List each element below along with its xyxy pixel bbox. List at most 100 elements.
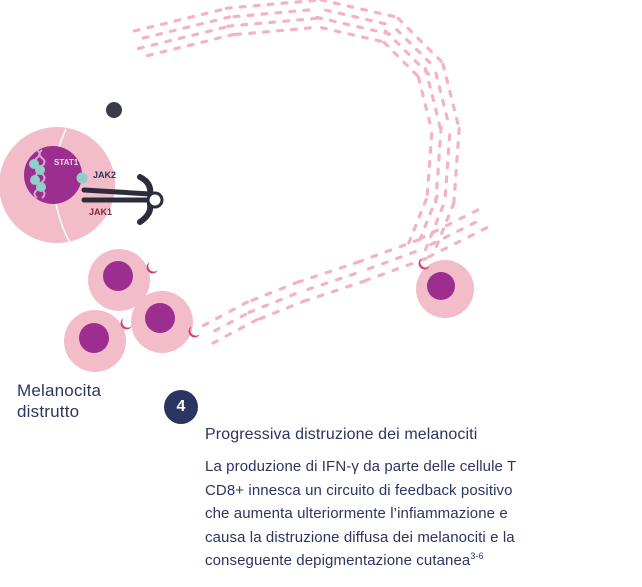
feedback-dash: [444, 76, 450, 85]
feedback-dash: [422, 197, 428, 206]
feedback-dash: [392, 50, 399, 58]
feedback-dash: [223, 15, 232, 20]
ifn-crescent: [120, 318, 132, 330]
destroyed-melanocyte-2: [131, 291, 193, 353]
step-description: La produzione di IFN-γ da parte delle ce…: [205, 455, 625, 573]
feedback-dash: [266, 2, 275, 7]
feedback-dash: [445, 214, 451, 223]
jak1-label: JAK1: [89, 207, 112, 217]
feedback-dash: [320, 281, 329, 287]
feedback-dash: [159, 21, 168, 26]
feedback-dash: [238, 4, 247, 9]
feedback-dash: [274, 10, 283, 15]
feedback-dash: [168, 28, 177, 33]
feedback-dash: [387, 13, 396, 19]
feedback-dash: [431, 228, 440, 234]
feedback-dash: [141, 35, 150, 40]
feedback-dash: [360, 7, 369, 12]
feedback-dash: [252, 3, 261, 8]
feedback-dash: [262, 30, 270, 34]
feedback-dash: [430, 94, 436, 103]
feedback-dash: [200, 11, 209, 16]
feedback-dash: [409, 250, 417, 256]
feedback-dash: [146, 24, 155, 30]
feedback-dash: [150, 42, 159, 47]
feedback-dash: [469, 220, 478, 227]
feedback-dash: [450, 201, 456, 210]
feedback-dash: [234, 32, 243, 37]
feedback-dash: [247, 309, 256, 314]
feedback-dash: [456, 227, 464, 233]
feedback-dash: [224, 6, 233, 10]
feedback-dash: [299, 298, 308, 304]
feedback-dash: [342, 21, 351, 27]
feedback-dash: [213, 326, 221, 333]
feedback-dash: [427, 80, 432, 89]
feedback-dash: [426, 173, 431, 182]
feedback-dash: [296, 17, 305, 22]
feedback-dash: [136, 45, 145, 51]
ifn-crescent: [188, 326, 200, 338]
feedback-dash: [443, 189, 448, 198]
feedback-dash: [337, 11, 346, 16]
feedback-dash: [438, 139, 442, 148]
feedback-dash: [412, 238, 421, 244]
feedback-dash: [395, 255, 403, 261]
feedback-dash: [239, 312, 248, 319]
feedback-dash: [360, 35, 369, 40]
feedback-dash: [424, 57, 432, 65]
feedback-dash: [272, 309, 280, 315]
feedback-dash: [434, 107, 439, 116]
feedback-dash: [250, 318, 259, 324]
feedback-dash: [226, 319, 234, 326]
feedback-dash: [200, 39, 209, 44]
feedback-dash: [434, 71, 439, 80]
feedback-dash: [373, 10, 382, 15]
reference-superscript: 3-6: [470, 551, 484, 561]
feedback-dash: [187, 14, 196, 20]
feedback-dash: [380, 260, 389, 266]
feedback-dash: [419, 256, 428, 262]
feedback-dash: [444, 221, 453, 228]
feedback-dash: [455, 116, 460, 125]
feedback-dash: [315, 15, 324, 21]
feedback-dash: [456, 141, 460, 149]
feedback-dash: [261, 303, 270, 309]
feedback-dash: [445, 161, 450, 170]
feedback-dash: [278, 285, 287, 291]
step-number-badge: 4: [164, 390, 198, 424]
feedback-dash: [186, 42, 195, 48]
ifn-crescent: [418, 258, 430, 270]
feedback-dash: [334, 276, 343, 282]
feedback-dash: [428, 207, 434, 216]
feedback-dash: [347, 32, 356, 37]
feedback-dash: [403, 49, 411, 56]
feedback-dash: [374, 38, 383, 43]
feedback-dash: [250, 296, 259, 302]
jak2-molecule: [76, 172, 88, 184]
feedback-dash: [406, 26, 414, 34]
feedback-dash: [303, 26, 312, 30]
feedback-dash: [405, 262, 414, 268]
feedback-dash: [228, 307, 236, 313]
stat1-dimer: [29, 159, 46, 192]
feedback-dash: [224, 332, 232, 338]
feedback-dash: [332, 1, 341, 6]
feedback-dash: [458, 215, 466, 221]
feedback-dash: [218, 25, 227, 31]
feedback-dash: [441, 62, 446, 71]
feedback-dash: [423, 103, 429, 112]
feedback-dash: [285, 304, 294, 310]
feedback-dash: [480, 226, 489, 232]
feedback-dash: [423, 67, 429, 75]
feedback-dash: [467, 233, 475, 239]
cell-nucleus: [24, 146, 82, 204]
feedback-dash: [264, 291, 273, 297]
feedback-dash: [454, 168, 458, 177]
feedback-dash: [226, 24, 235, 28]
feedback-dash: [420, 89, 425, 98]
ifn-gamma-bound: [146, 191, 164, 209]
feedback-dash: [433, 194, 439, 203]
feedback-dash: [351, 14, 360, 20]
